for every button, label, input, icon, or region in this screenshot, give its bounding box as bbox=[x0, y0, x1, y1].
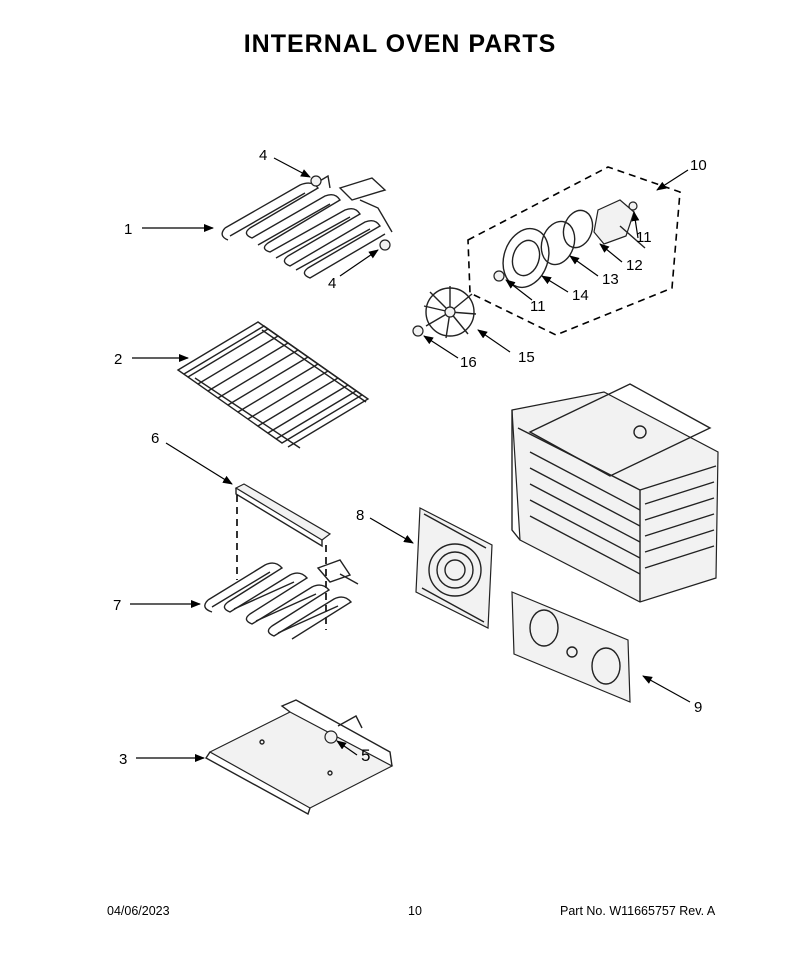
callout-12: 12 bbox=[626, 257, 643, 274]
convection-back-panel bbox=[415, 507, 493, 629]
callout-10: 10 bbox=[690, 157, 707, 174]
callout-5: 5 bbox=[361, 746, 370, 765]
screw-icon bbox=[310, 175, 391, 251]
footer-date: 04/06/2023 bbox=[107, 904, 170, 918]
callout-6: 6 bbox=[151, 430, 159, 447]
footer-page-number: 10 bbox=[408, 904, 422, 918]
convection-motor-kit bbox=[467, 166, 681, 336]
footer-part-number: Part No. W11665757 Rev. A bbox=[560, 904, 716, 918]
callout-8: 8 bbox=[356, 507, 364, 524]
broil-element bbox=[221, 174, 393, 279]
callout-3: 3 bbox=[119, 751, 127, 768]
bake-element-bracket bbox=[234, 483, 332, 630]
callout-7: 7 bbox=[113, 597, 121, 614]
leader-lines bbox=[130, 157, 691, 762]
page-title: INTERNAL OVEN PARTS bbox=[243, 30, 557, 58]
callout-1: 1 bbox=[124, 221, 132, 238]
oven-rack bbox=[176, 321, 370, 449]
callout-4b: 4 bbox=[328, 275, 336, 292]
screw-icon bbox=[493, 201, 638, 282]
callout-9: 9 bbox=[694, 699, 702, 716]
callout-numbers: 1 4 4 2 6 7 3 5 8 9 10 11 12 13 14 11 15… bbox=[113, 147, 707, 768]
callout-14: 14 bbox=[572, 287, 589, 304]
oven-cavity bbox=[511, 383, 719, 603]
bottom-cover bbox=[204, 699, 394, 816]
nut-icon bbox=[412, 325, 424, 337]
callout-16: 16 bbox=[460, 354, 477, 371]
callout-11b: 11 bbox=[530, 298, 546, 315]
callout-11a: 11 bbox=[636, 229, 652, 246]
insulation-panel bbox=[511, 591, 631, 703]
callout-2: 2 bbox=[114, 351, 122, 368]
callout-13: 13 bbox=[602, 271, 619, 288]
fan-blade bbox=[423, 286, 477, 339]
callout-4a: 4 bbox=[259, 147, 267, 164]
callout-15: 15 bbox=[518, 349, 535, 366]
screw-icon bbox=[324, 730, 338, 744]
bake-element bbox=[204, 559, 359, 640]
